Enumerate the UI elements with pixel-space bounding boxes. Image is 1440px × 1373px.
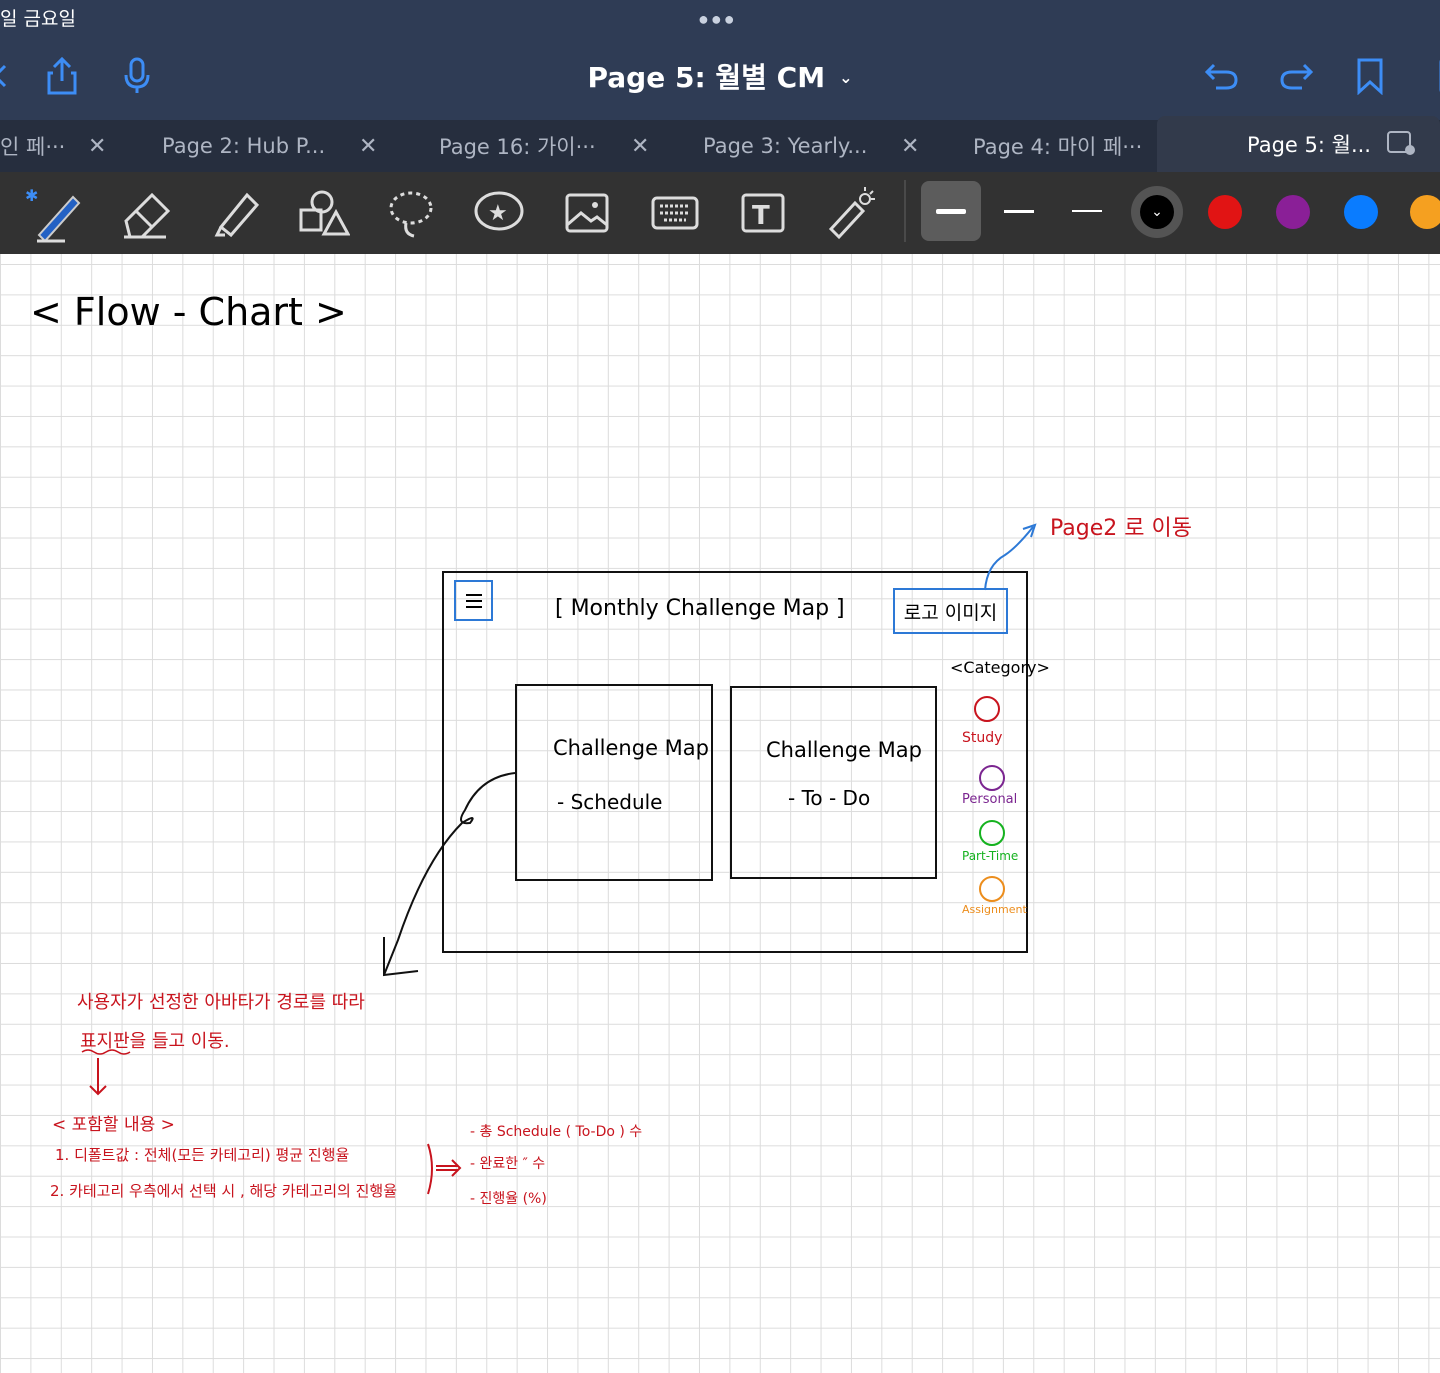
category-personal-circle xyxy=(979,765,1005,791)
include-item-1: 1. 디폴트값 : 전체(모든 카테고리) 평균 진행율 xyxy=(55,1146,350,1164)
tool-bar: ✱ ★ T xyxy=(0,172,1440,254)
wireframe-title: [ Monthly Challenge Map ] xyxy=(555,596,845,621)
redo-icon[interactable] xyxy=(1274,54,1318,98)
todo-box-subtitle: - To - Do xyxy=(788,786,871,810)
highlighter-icon[interactable] xyxy=(202,180,268,246)
toolbar-divider xyxy=(904,180,906,242)
page-link-note: Page2 로 이동 xyxy=(1050,516,1192,541)
tab-label: Page 5: 월... xyxy=(1247,133,1371,157)
color-swatch-blue[interactable] xyxy=(1344,195,1378,229)
category-assignment-circle xyxy=(979,876,1005,902)
tab-2[interactable]: Page 2: Hub P... ✕ xyxy=(125,120,395,172)
tab-label: Page 4: 마이 페··· xyxy=(973,135,1143,159)
stat-line-1: - 총 Schedule ( To-Do ) 수 xyxy=(470,1124,643,1140)
tab-bar: 인 페··· ✕ Page 2: Hub P... ✕ Page 16: 가이·… xyxy=(0,116,1440,172)
tab-4[interactable]: Page 3: Yearly... ✕ xyxy=(665,120,935,172)
color-swatch-purple[interactable] xyxy=(1276,195,1310,229)
split-view-icon[interactable] xyxy=(1386,130,1418,163)
category-parttime-label: Part-Time xyxy=(962,849,1019,863)
stat-line-2: - 완료한 ″ 수 xyxy=(470,1156,546,1172)
close-icon[interactable]: ✕ xyxy=(88,133,107,159)
image-icon[interactable] xyxy=(554,180,620,246)
flow-chart-heading: < Flow - Chart > xyxy=(30,290,347,334)
keyboard-icon[interactable] xyxy=(642,180,708,246)
stroke-medium-option[interactable] xyxy=(989,181,1049,241)
close-icon[interactable]: ✕ xyxy=(631,133,650,159)
todo-box-title: Challenge Map xyxy=(766,738,922,762)
tab-1[interactable]: 인 페··· ✕ xyxy=(0,120,125,172)
microphone-icon[interactable] xyxy=(115,54,159,98)
schedule-box-title: Challenge Map xyxy=(553,736,709,760)
svg-text:✱: ✱ xyxy=(25,186,38,205)
category-title: <Category> xyxy=(950,658,1050,677)
chevron-down-icon: ⌄ xyxy=(1151,203,1163,219)
category-parttime-circle xyxy=(979,820,1005,846)
todo-box: Challenge Map - To - Do xyxy=(730,686,937,879)
logo-label: 로고 이미지 xyxy=(903,601,998,624)
stroke-thin-option[interactable] xyxy=(1057,181,1117,241)
tab-label: Page 2: Hub P... xyxy=(162,134,326,158)
eraser-icon[interactable] xyxy=(112,180,178,246)
close-icon[interactable]: ✕ xyxy=(901,133,920,159)
shapes-icon[interactable] xyxy=(290,180,356,246)
category-personal-label: Personal xyxy=(962,792,1018,807)
note-canvas[interactable] xyxy=(0,254,1440,1373)
svg-text:T: T xyxy=(752,201,770,231)
note-line-2: 표지판을 들고 이동. xyxy=(80,1031,230,1052)
close-icon[interactable]: ✕ xyxy=(359,133,378,159)
top-bar: 일 금요일 ●●● Page 5: 월별 CM ⌄ xyxy=(0,0,1440,120)
page-title-text: Page 5: 월별 CM xyxy=(587,61,826,94)
stroke-thick-option[interactable] xyxy=(921,181,981,241)
note-down-arrow xyxy=(81,1049,131,1096)
bookmark-icon[interactable] xyxy=(1348,54,1392,98)
undo-icon[interactable] xyxy=(1200,54,1244,98)
tab-6[interactable]: Page 5: 월... xyxy=(1157,116,1440,172)
multitasking-dots-icon[interactable]: ●●● xyxy=(698,9,737,29)
tab-label: Page 3: Yearly... xyxy=(703,134,868,158)
tab-label: Page 16: 가이··· xyxy=(439,135,596,159)
laser-pointer-icon[interactable] xyxy=(818,180,884,246)
schedule-box: Challenge Map - Schedule xyxy=(515,684,713,881)
pages-icon[interactable] xyxy=(1418,54,1440,98)
note-line-1: 사용자가 선정한 아바타가 경로를 따라 xyxy=(77,992,365,1013)
flow-arrow xyxy=(383,772,516,977)
menu-icon xyxy=(454,580,493,621)
tab-3[interactable]: Page 16: 가이··· ✕ xyxy=(395,120,665,172)
elements-icon[interactable]: ★ xyxy=(466,180,532,246)
stat-line-3: - 진행율 (%) xyxy=(470,1191,547,1207)
logo-placeholder: 로고 이미지 xyxy=(893,588,1008,634)
pen-icon[interactable]: ✱ xyxy=(20,180,86,246)
page-title[interactable]: Page 5: 월별 CM ⌄ xyxy=(0,56,1440,96)
color-swatch-orange[interactable] xyxy=(1410,195,1440,229)
schedule-box-subtitle: - Schedule xyxy=(557,790,663,814)
status-date: 일 금요일 xyxy=(0,8,76,30)
lasso-icon[interactable] xyxy=(378,180,444,246)
include-item-2: 2. 카테고리 우측에서 선택 시 , 해당 카테고리의 진행율 xyxy=(50,1182,398,1200)
tab-label: 인 페··· xyxy=(0,135,66,159)
link-arrow xyxy=(984,523,1037,591)
svg-text:★: ★ xyxy=(488,201,508,226)
color-swatch-red[interactable] xyxy=(1208,195,1242,229)
wireframe-screen xyxy=(442,571,1028,953)
include-bracket-arrow xyxy=(427,1143,462,1195)
text-tool-icon[interactable]: T xyxy=(730,180,796,246)
tab-5[interactable]: Page 4: 마이 페··· xyxy=(935,120,1157,172)
back-icon[interactable] xyxy=(0,54,22,98)
include-title: < 포함할 내용 > xyxy=(52,1115,175,1135)
category-study-circle xyxy=(974,696,1000,722)
share-icon[interactable] xyxy=(40,54,84,98)
category-assignment-label: Assignment xyxy=(962,903,1027,916)
color-swatch-black[interactable]: ⌄ xyxy=(1140,195,1174,229)
category-study-label: Study xyxy=(962,730,1003,746)
chevron-down-icon[interactable]: ⌄ xyxy=(839,68,853,87)
